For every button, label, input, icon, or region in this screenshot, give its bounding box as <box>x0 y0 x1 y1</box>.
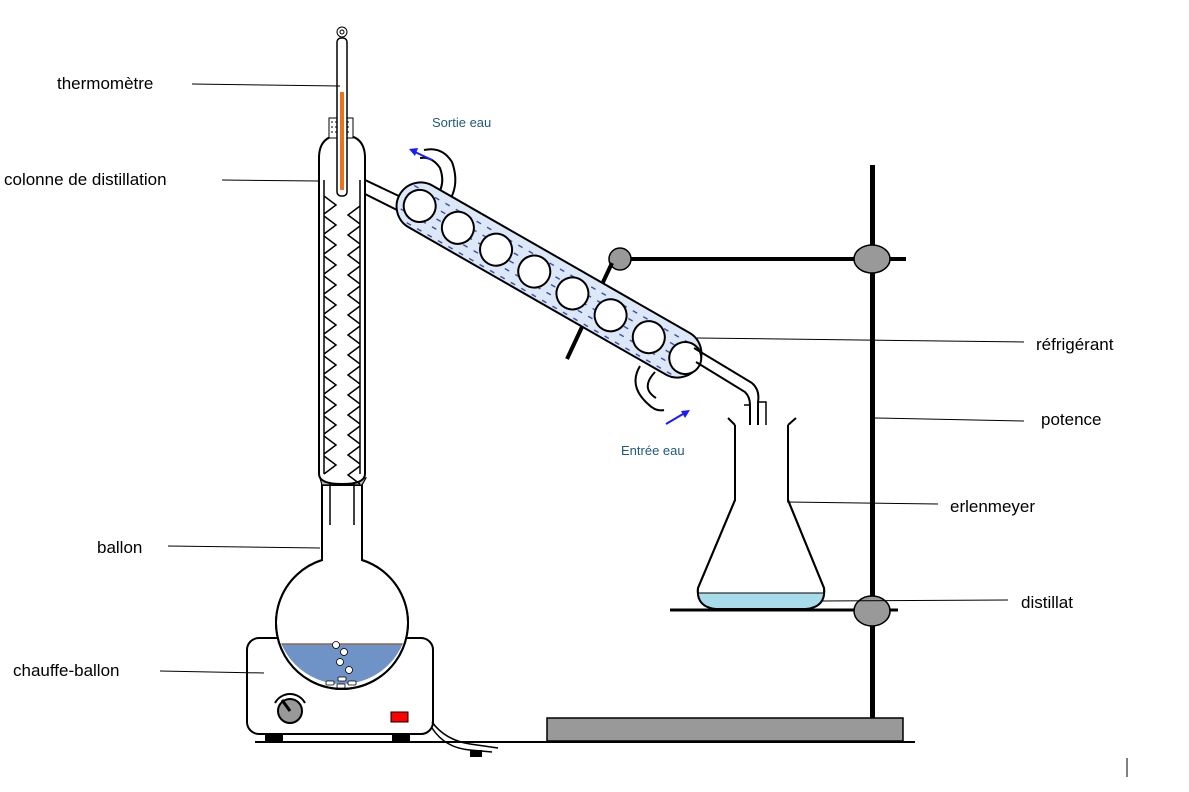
lab-stand <box>546 165 906 742</box>
boiling-chips <box>325 641 357 689</box>
label-chauffe-ballon: chauffe-ballon <box>13 661 120 680</box>
vigreux-indent-right <box>346 325 361 345</box>
label-erlenmeyer: erlenmeyer <box>950 497 1035 516</box>
water-inlet-tube <box>634 365 665 412</box>
vigreux-indent-right <box>346 265 361 285</box>
vigreux-indent-left <box>323 455 338 475</box>
vigreux-indent-right <box>346 305 361 325</box>
label-ballon: ballon <box>97 538 142 557</box>
indicator-light-icon <box>390 711 409 723</box>
vigreux-indent-left <box>323 235 338 255</box>
round-bottom-flask <box>275 477 409 690</box>
vigreux-indent-right <box>346 285 361 305</box>
vigreux-indent-left <box>323 375 338 395</box>
label-entree-eau: Entrée eau <box>621 443 685 458</box>
condenser <box>395 148 703 412</box>
heating-mantle-knob-icon[interactable] <box>274 693 306 724</box>
vigreux-indent-left <box>323 255 338 275</box>
vigreux-indent-right <box>346 345 361 365</box>
stand-base <box>546 717 904 742</box>
vigreux-indentations <box>323 195 361 485</box>
vigreux-indent-right <box>346 425 361 445</box>
vigreux-indent-left <box>323 295 338 315</box>
erlenmeyer-flask <box>696 417 826 610</box>
distillate-liquid <box>697 593 825 609</box>
vigreux-indent-left <box>323 315 338 335</box>
vigreux-indent-left <box>323 415 338 435</box>
leader-lines <box>159 83 1025 674</box>
vigreux-indent-left <box>323 335 338 355</box>
label-sortie-eau: Sortie eau <box>432 115 491 130</box>
thermometer-fluid <box>340 92 344 190</box>
label-thermometre: thermomètre <box>57 74 153 93</box>
power-cable <box>431 721 499 753</box>
label-refrigerant: réfrigérant <box>1036 335 1114 354</box>
water-flow-arrow-icon <box>409 148 690 425</box>
vigreux-indent-right <box>346 245 361 265</box>
condenser-clamp-knob <box>608 247 632 271</box>
vigreux-indent-left <box>323 215 338 235</box>
vigreux-indent-left <box>323 395 338 415</box>
condenser-bulbs <box>402 188 703 376</box>
vigreux-indent-right <box>346 205 361 225</box>
vigreux-indent-left <box>323 355 338 375</box>
vigreux-indent-right <box>346 465 361 485</box>
vigreux-indent-right <box>346 405 361 425</box>
label-distillat: distillat <box>1021 593 1073 612</box>
stand-rod <box>870 165 875 718</box>
thermometer-icon <box>328 26 354 197</box>
clamp-boss-top <box>853 244 891 274</box>
vigreux-indent-right <box>346 225 361 245</box>
vigreux-indent-right <box>346 445 361 465</box>
vigreux-indent-right <box>346 365 361 385</box>
vigreux-indent-left <box>323 275 338 295</box>
clamp-boss-bottom <box>853 595 891 627</box>
vigreux-indent-left <box>323 435 338 455</box>
label-colonne: colonne de distillation <box>4 170 167 189</box>
label-potence: potence <box>1041 410 1102 429</box>
vigreux-indent-right <box>346 385 361 405</box>
vigreux-indent-left <box>323 195 338 215</box>
